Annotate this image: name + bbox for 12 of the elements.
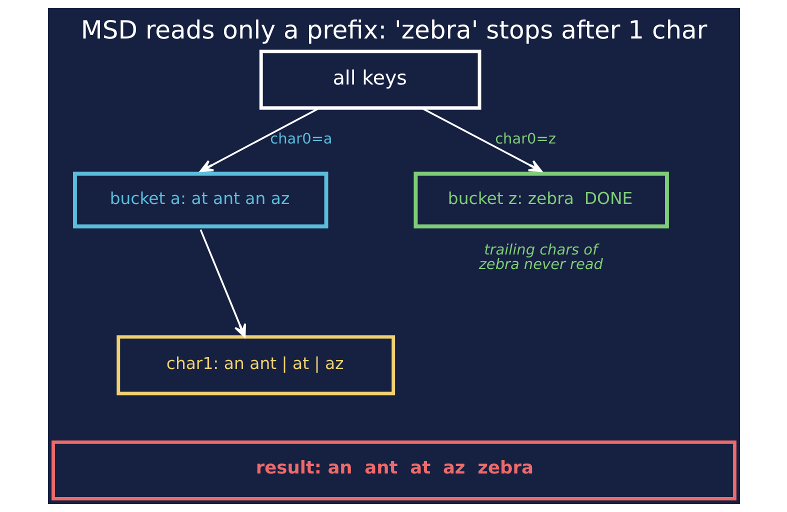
node-box: bucket a: at ant an az xyxy=(72,172,328,228)
arrow xyxy=(199,107,320,172)
edge-label: char0=z xyxy=(494,131,556,148)
node-box: bucket z: zebra DONE xyxy=(413,172,668,228)
node-label: trailing chars of zebra never read xyxy=(478,242,602,273)
node-box: char1: an ant | at | az xyxy=(116,335,395,396)
node-box: result: an ant at az zebra xyxy=(51,440,736,500)
edge-label: char0=a xyxy=(270,131,332,148)
diagram-title: MSD reads only a prefix: 'zebra' stops after 1 char xyxy=(80,16,707,45)
arrow xyxy=(199,229,246,338)
arrow xyxy=(420,107,542,172)
node-box: all keys xyxy=(258,50,481,110)
